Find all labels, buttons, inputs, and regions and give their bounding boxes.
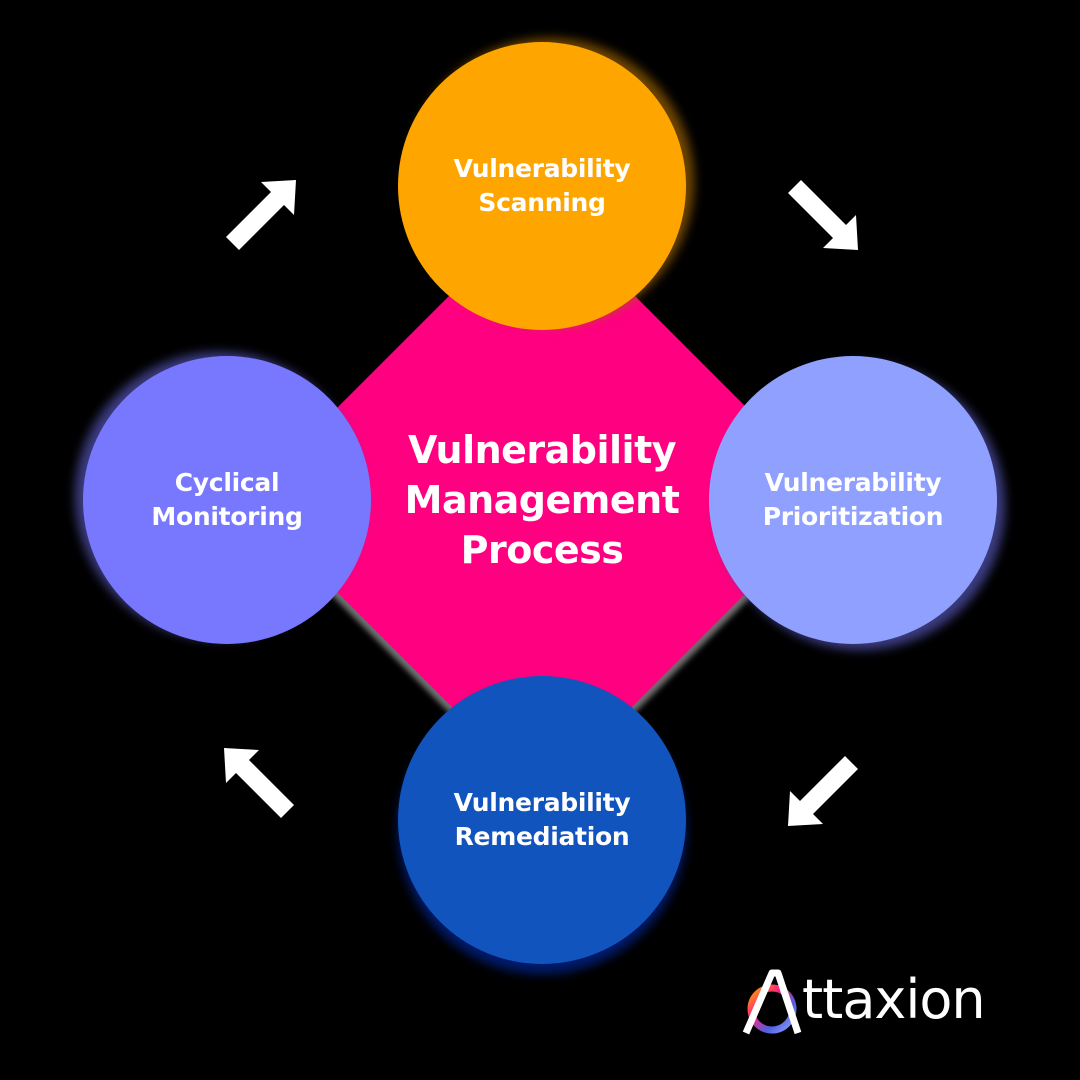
step-vulnerability-prioritization: Vulnerability Prioritization <box>709 356 997 644</box>
center-title-line-2: Management <box>404 478 680 522</box>
step-cyclical-monitoring: Cyclical Monitoring <box>83 356 371 644</box>
center-title-line-1: Vulnerability <box>407 428 677 472</box>
step-label-line-1: Vulnerability <box>453 788 631 817</box>
step-label-line-1: Vulnerability <box>764 468 942 497</box>
arrow-down-right-icon <box>778 170 868 260</box>
arrow-down-left-icon <box>778 746 868 836</box>
step-label-line-1: Cyclical <box>174 468 280 497</box>
step-label-line-2: Remediation <box>454 822 630 851</box>
arrow-up-right-icon <box>216 170 306 260</box>
step-label-line-2: Prioritization <box>762 502 944 531</box>
arrow-up-left-icon <box>214 738 304 828</box>
step-vulnerability-scanning: Vulnerability Scanning <box>398 42 686 330</box>
step-label-line-1: Vulnerability <box>453 154 631 183</box>
logo-mark-icon <box>742 969 802 1035</box>
center-title-line-3: Process <box>460 528 624 572</box>
center-title: Vulnerability Management Process <box>342 425 742 575</box>
step-label-line-2: Monitoring <box>151 502 303 531</box>
step-label-line-2: Scanning <box>478 188 606 217</box>
step-vulnerability-remediation: Vulnerability Remediation <box>398 676 686 964</box>
logo-text: ttaxion <box>802 968 986 1031</box>
attaxion-logo: ttaxion <box>742 962 986 1038</box>
